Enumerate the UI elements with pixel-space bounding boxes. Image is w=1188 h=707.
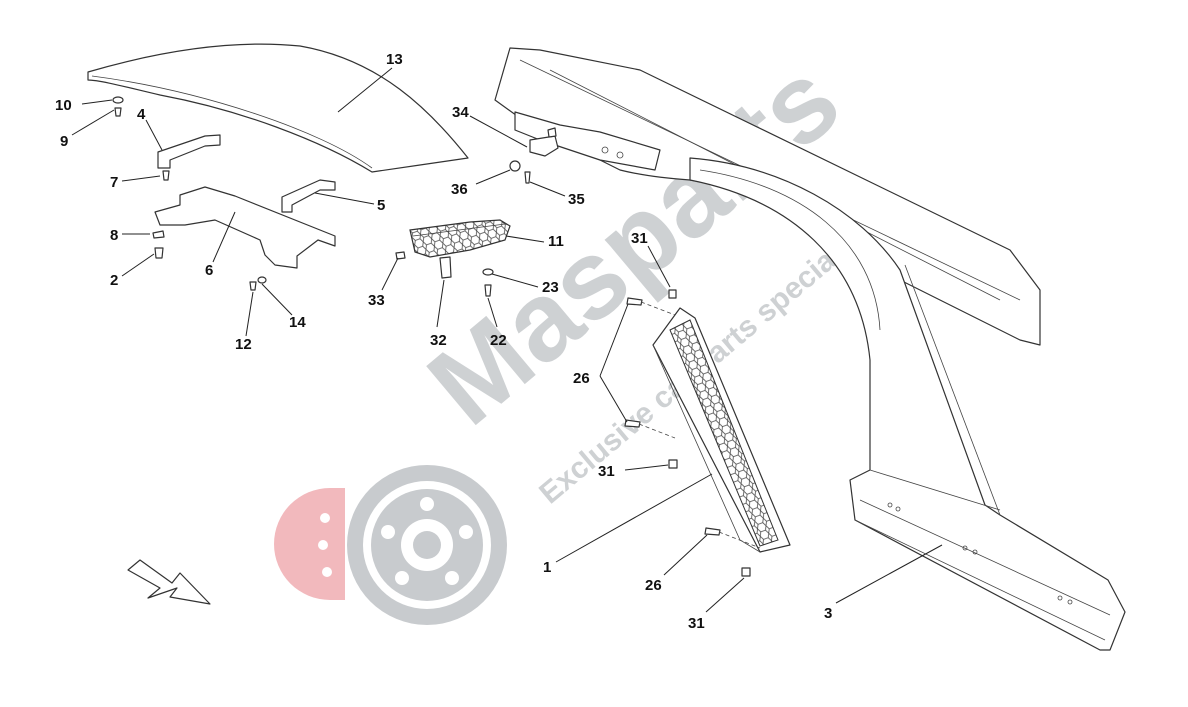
callout-3: 3 (824, 605, 832, 622)
callout-22: 22 (490, 332, 507, 349)
hinge-bracket (509, 127, 559, 184)
callout-32: 32 (430, 332, 447, 349)
callout-1: 1 (543, 559, 551, 576)
callout-2: 2 (110, 272, 118, 289)
callout-14: 14 (289, 314, 306, 331)
callout-33: 33 (368, 292, 385, 309)
callout-6: 6 (205, 262, 213, 279)
callout-13: 13 (386, 51, 403, 68)
callout-11: 11 (548, 233, 564, 250)
bracket-4 (157, 134, 221, 169)
fender-panel (494, 47, 1126, 651)
side-grille (652, 307, 791, 553)
leader-lines (71, 67, 943, 613)
callout-26-bottom: 26 (645, 577, 662, 594)
support-6 (154, 186, 336, 269)
callout-9: 9 (60, 133, 68, 150)
small-grille (409, 219, 511, 258)
direction-arrow-icon (127, 559, 211, 605)
callout-7: 7 (110, 174, 118, 191)
callout-36: 36 (451, 181, 468, 198)
callout-12: 12 (235, 336, 252, 353)
fasteners-left (112, 96, 267, 291)
callout-31-bottom: 31 (688, 615, 705, 632)
callout-4: 4 (137, 106, 146, 123)
callout-31-top: 31 (631, 230, 648, 247)
callout-labels: 13 10 9 4 7 5 8 6 2 12 14 34 36 35 11 33… (55, 51, 832, 632)
callout-34: 34 (452, 104, 469, 121)
callout-26-middle: 26 (573, 370, 590, 387)
callout-8: 8 (110, 227, 118, 244)
bracket-5 (281, 179, 336, 213)
callout-23: 23 (542, 279, 559, 296)
callout-35: 35 (568, 191, 585, 208)
spoiler-panel (87, 43, 469, 173)
callout-5: 5 (377, 197, 385, 214)
fasteners-right (624, 289, 761, 577)
callout-31-middle: 31 (598, 463, 615, 480)
brake-disc-logo-icon (274, 465, 507, 625)
fasteners-middle (395, 251, 494, 297)
callout-10: 10 (55, 97, 72, 114)
